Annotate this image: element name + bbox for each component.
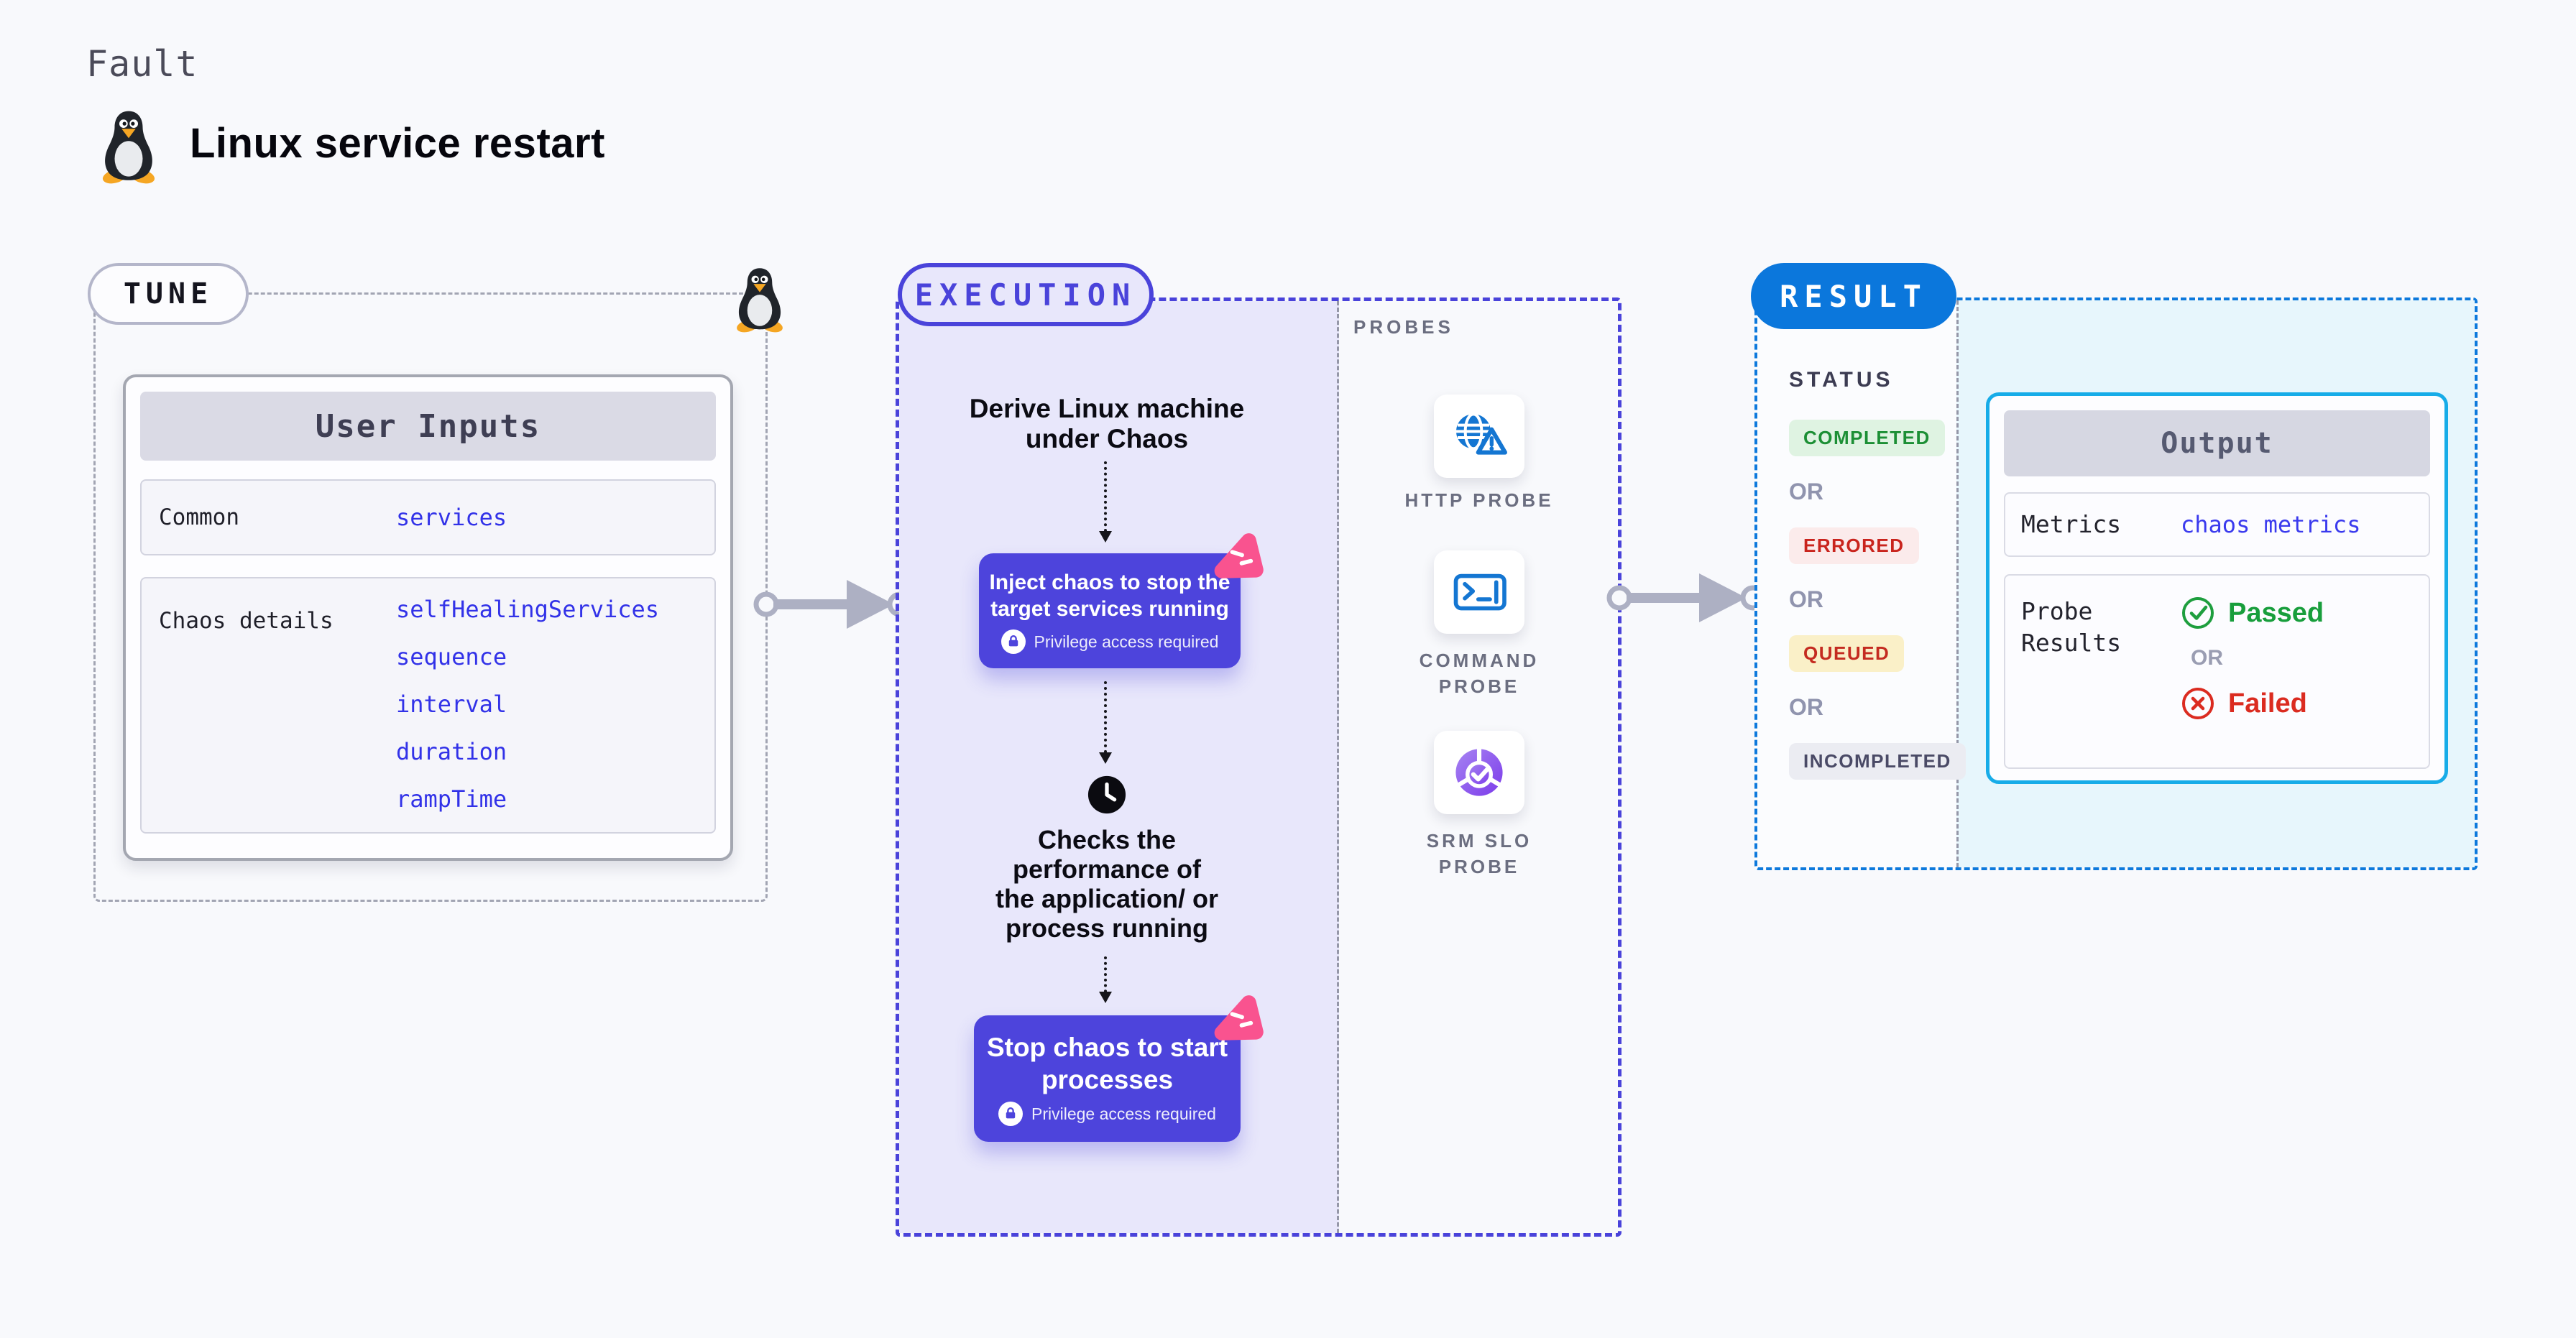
step-title: Stop chaos to start processes — [986, 1033, 1228, 1094]
lock-icon — [1000, 629, 1026, 654]
lock-icon — [998, 1102, 1024, 1126]
input-row-values: selfHealingServices sequence interval du… — [396, 596, 659, 832]
linux-penguin-icon — [101, 111, 157, 184]
or-label: OR — [1789, 694, 1823, 720]
input-row-label: Chaos details — [159, 608, 334, 634]
output-card: Output Metrics chaos metrics Probe Resul… — [1986, 392, 2448, 784]
output-header: Output — [2004, 410, 2430, 476]
privilege-text: Privilege access required — [1031, 1104, 1216, 1123]
input-row-chaos-details: Chaos details selfHealingServices sequen… — [140, 577, 716, 834]
verdict-failed: Failed — [2181, 686, 2324, 721]
param-link-services[interactable]: services — [396, 504, 507, 531]
status-badge-queued: QUEUED — [1789, 635, 1905, 672]
command-probe-label: COMMAND PROBE — [1419, 650, 1540, 697]
or-label: OR — [2191, 646, 2223, 670]
flow-connector-down-icon — [1099, 956, 1112, 1003]
input-row-common: Common services — [140, 479, 716, 555]
param-link-interval[interactable]: interval — [396, 691, 507, 718]
linux-penguin-corner-icon — [735, 268, 784, 333]
or-label: OR — [1789, 586, 1823, 612]
chaos-metrics-link[interactable]: chaos metrics — [2181, 511, 2361, 538]
result-badge: RESULT — [1751, 263, 1956, 329]
clock-icon — [1087, 775, 1126, 814]
metrics-label: Metrics — [2021, 510, 2122, 538]
command-probe-card[interactable] — [1434, 550, 1524, 634]
srm-slo-probe-card[interactable] — [1434, 731, 1524, 814]
fault-kicker: Fault — [86, 43, 198, 85]
status-badge-completed: COMPLETED — [1789, 420, 1945, 456]
flow-connector-down-icon — [1099, 461, 1112, 543]
http-probe-label: HTTP PROBE — [1404, 489, 1554, 511]
step-title: Inject chaos to stop the target services… — [989, 571, 1230, 621]
flow-arrow-tune-to-execution — [753, 580, 913, 629]
flow-connector-down-icon — [1099, 681, 1112, 764]
http-probe-card[interactable] — [1434, 395, 1524, 478]
param-link-selfhealingservices[interactable]: selfHealingServices — [396, 596, 660, 623]
flow-arrow-execution-to-result — [1606, 573, 1766, 622]
page-title: Linux service restart — [190, 120, 605, 167]
status-title: STATUS — [1789, 368, 1894, 392]
step-stop-chaos: Stop chaos to start processes Privilege … — [974, 1015, 1241, 1142]
step-inject-chaos: Inject chaos to stop the target services… — [979, 553, 1241, 668]
metrics-row: Metrics chaos metrics — [2004, 492, 2430, 557]
status-badge-errored: ERRORED — [1789, 527, 1919, 564]
param-link-ramptime[interactable]: rampTime — [396, 785, 507, 813]
privilege-note: Privilege access required — [974, 1102, 1241, 1126]
check-circle-icon — [2182, 597, 2214, 629]
privilege-note: Privilege access required — [979, 629, 1241, 654]
failed-label: Failed — [2228, 688, 2307, 719]
probes-title: PROBES — [1353, 316, 1454, 338]
status-stack: COMPLETED OR ERRORED OR QUEUED OR INCOMP… — [1789, 420, 1976, 780]
execution-badge: EXECUTION — [898, 263, 1154, 326]
step-derive-text: Derive Linux machine under Chaos — [969, 394, 1245, 453]
param-link-sequence[interactable]: sequence — [396, 643, 507, 670]
user-inputs-card: User Inputs Common services Chaos detail… — [123, 374, 733, 861]
chaos-experiment-icon — [1204, 993, 1271, 1048]
tune-badge: TUNE — [88, 263, 249, 325]
slo-donut-icon — [1455, 748, 1503, 796]
probe-results-label: Probe Results — [2021, 597, 2122, 657]
globe-alert-icon — [1456, 412, 1507, 455]
verdict-passed: Passed — [2181, 596, 2324, 630]
or-label: OR — [1789, 479, 1823, 504]
probe-verdicts: Passed OR Failed — [2181, 596, 2324, 767]
x-circle-icon — [2182, 688, 2214, 719]
user-inputs-header: User Inputs — [140, 392, 716, 461]
status-column: STATUS COMPLETED OR ERRORED OR QUEUED OR… — [1789, 368, 1976, 780]
terminal-icon — [1453, 573, 1506, 611]
status-badge-incompleted: INCOMPLETED — [1789, 743, 1966, 780]
privilege-text: Privilege access required — [1034, 632, 1219, 651]
probe-results-row: Probe Results Passed OR Fai — [2004, 574, 2430, 769]
srm-slo-probe-label: SRM SLO PROBE — [1426, 830, 1532, 877]
passed-label: Passed — [2228, 597, 2324, 628]
param-link-duration[interactable]: duration — [396, 738, 507, 765]
input-row-values: services — [396, 504, 507, 531]
input-row-label: Common — [159, 504, 239, 530]
step-checks-text: Checks the performance of the applicatio… — [995, 825, 1219, 943]
chaos-experiment-icon — [1204, 531, 1271, 586]
